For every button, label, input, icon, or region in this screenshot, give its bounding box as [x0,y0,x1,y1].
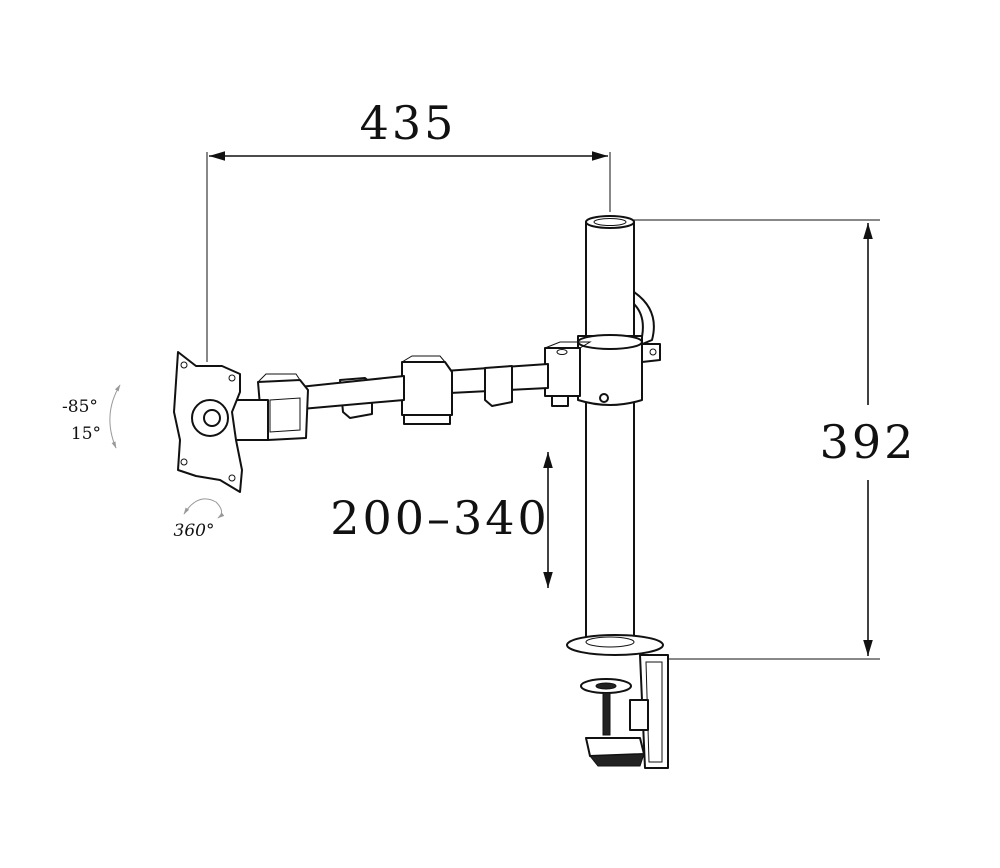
pole-tube [585,221,635,653]
base-flange [566,634,664,656]
collar-screw [599,393,609,403]
reach-label: 435 [360,96,457,150]
reach-dimension: 435 [206,96,611,362]
adjust-dimension: 200–340 [330,452,553,588]
rotate-indicator: 360° [174,498,225,541]
collar-lock-tab [641,343,661,363]
clamp-screw [602,692,611,736]
arm [226,341,592,441]
elbow-joint [401,361,453,416]
tilt-up-label: -85° [62,397,98,417]
clamp-handle [585,737,645,757]
rotate-label: 360° [174,521,215,541]
pole [566,215,664,656]
height-label: 392 [820,415,917,469]
rotate-arrow-icon [183,498,225,519]
tilt-down-label: 15° [71,424,101,444]
arm-cable-clip-right [484,365,513,407]
desk-clamp [580,654,669,769]
pole-arm-joint [544,347,581,397]
pole-collar [577,335,643,406]
joint-knob [551,395,569,407]
adjust-label: 200–340 [330,491,550,545]
pole-top-cap [585,215,635,229]
height-dimension: 392 [632,219,917,660]
tilt-indicator: -85° 15° [62,384,121,449]
vesa-plate [173,351,243,493]
tilt-arrow-icon [109,384,121,449]
clamp-bracket [629,699,649,731]
